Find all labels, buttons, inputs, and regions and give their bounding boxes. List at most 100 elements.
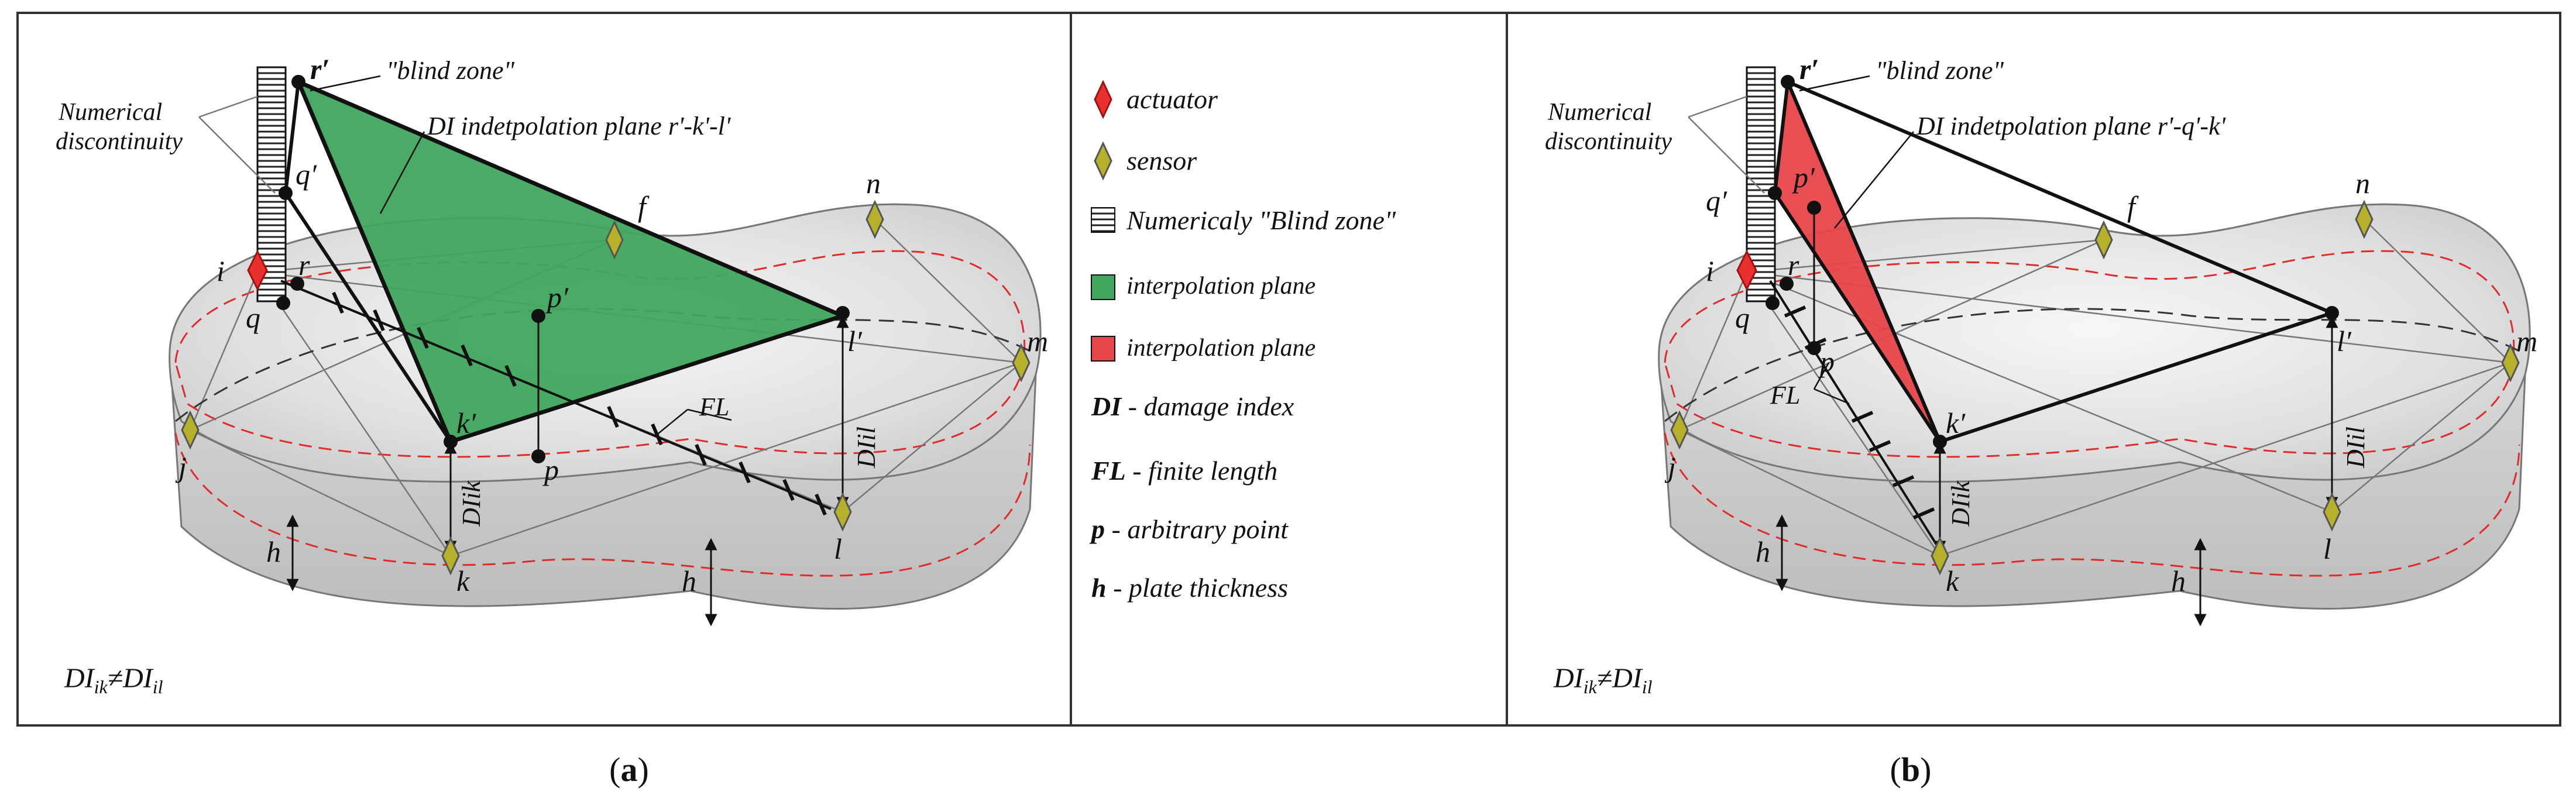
legend-sensor: sensor — [1126, 146, 1197, 176]
formula-a: DIik≠DIil — [64, 663, 163, 697]
legend: actuator sensor Numericaly "Blind zone" … — [1089, 80, 1396, 603]
label-h-2: h — [2171, 565, 2186, 597]
sensor-j-icon — [1670, 410, 1689, 450]
sensor-n-icon — [865, 199, 884, 239]
dashed-circle-bottom — [174, 432, 1031, 577]
discontinuity-leader-1 — [198, 95, 258, 118]
fl-line — [1769, 280, 1941, 551]
label-p-prime: p′ — [1792, 161, 1815, 194]
dashed-circle-bottom — [1664, 432, 2520, 577]
actuator-i-icon — [1736, 249, 1757, 291]
label-numerical: Numerical — [1547, 99, 1651, 126]
sensors — [1670, 199, 2520, 576]
label-r-prime: r′ — [310, 53, 330, 85]
label-q-prime: q′ — [1706, 184, 1727, 217]
label-discontinuity: discontinuity — [1545, 128, 1672, 155]
points — [276, 75, 850, 463]
label-l: l — [834, 532, 842, 565]
fl-ticks — [1784, 305, 1935, 520]
label-r: r — [1788, 249, 1799, 281]
label-k-prime: k′ — [456, 407, 476, 439]
axis-dashed — [1664, 308, 2520, 422]
label-di-ik: DIik — [457, 480, 486, 527]
label-plane: DI indetpolation plane r'-q'-k' — [1916, 112, 2227, 140]
sensor-l-icon — [833, 492, 852, 532]
sensor-m-icon — [2501, 343, 2520, 383]
panel-a: r′ "blind zone" Numerical discontinuity … — [56, 53, 1048, 789]
fl-pointer-1 — [655, 409, 688, 436]
label-f: f — [2127, 190, 2139, 223]
label-n: n — [2355, 167, 2370, 199]
fl-ticks — [332, 291, 827, 516]
plate-top — [1658, 203, 2531, 483]
sensor-f-icon — [605, 220, 624, 260]
label-n: n — [866, 167, 881, 199]
label-k: k — [456, 565, 470, 597]
label-m: m — [1027, 325, 1048, 357]
blind-zone-leader — [310, 75, 381, 92]
caption-a: (a) — [609, 751, 649, 789]
legend-red-swatch — [1091, 336, 1115, 362]
label-h-1: h — [266, 535, 281, 568]
red-interpolation-plane — [1773, 75, 1942, 443]
legend-green-plane: interpolation plane — [1126, 273, 1316, 300]
label-q: q — [1735, 301, 1750, 334]
fl-line — [280, 280, 832, 510]
label-r: r — [298, 249, 310, 281]
label-plane: DI indetpolation plane r'-k'-l' — [427, 112, 731, 140]
blind-zone-leader — [1799, 75, 1870, 92]
sensor-j-icon — [181, 410, 200, 450]
label-l: l — [2323, 532, 2331, 565]
panel-b-frame — [1506, 12, 2561, 727]
label-f: f — [638, 190, 650, 223]
label-h-1: h — [1756, 535, 1770, 568]
legend-p: p - arbitrary point — [1089, 514, 1289, 544]
sensor-k-icon — [1931, 536, 1949, 576]
plane-label-leader — [379, 131, 425, 214]
legend-blind-zone: Numericaly "Blind zone" — [1126, 205, 1396, 235]
label-i: i — [217, 254, 225, 287]
label-blind-zone: "blind zone" — [1876, 56, 2004, 85]
legend-actuator-icon — [1094, 80, 1112, 119]
sensor-l-icon — [2323, 492, 2341, 532]
label-l-prime: l′ — [2337, 325, 2352, 357]
points — [1766, 75, 2339, 449]
label-fl: FL — [1770, 381, 1800, 410]
fl-pointer-2 — [1813, 388, 1850, 405]
sensor-f-icon — [2094, 220, 2113, 260]
green-interpolation-plane — [294, 78, 849, 445]
legend-actuator: actuator — [1126, 84, 1218, 114]
plane-edge-q-r — [284, 81, 300, 194]
label-numerical: Numerical — [58, 99, 162, 126]
actuator-i-icon — [247, 249, 268, 291]
label-p-prime: p′ — [545, 281, 569, 314]
legend-sensor-icon — [1094, 141, 1112, 181]
label-q-prime: q′ — [296, 158, 317, 191]
label-r-prime: r′ — [1799, 53, 1819, 85]
discontinuity-leader-2 — [198, 116, 276, 194]
legend-blind-zone-swatch — [1091, 207, 1115, 233]
label-h-2: h — [682, 565, 696, 597]
label-blind-zone: "blind zone" — [386, 56, 515, 85]
panel-b: r′ "blind zone" Numerical discontinuity … — [1545, 53, 2537, 789]
legend-h: h - plate thickness — [1091, 573, 1288, 603]
label-l-prime: l′ — [847, 325, 863, 357]
label-p: p — [1818, 345, 1835, 378]
fl-pointer-2 — [687, 408, 732, 421]
legend-di: DI - damage index — [1091, 391, 1294, 421]
legend-frame — [1070, 12, 1508, 727]
label-di-ik: DIik — [1946, 480, 1975, 527]
label-k-prime: k′ — [1946, 407, 1966, 439]
label-q: q — [246, 301, 260, 334]
label-fl: FL — [699, 393, 729, 421]
label-di-il: DIil — [852, 426, 881, 469]
label-m: m — [2516, 325, 2537, 357]
discontinuity-leader-2 — [1688, 116, 1765, 194]
legend-green-swatch — [1091, 274, 1115, 300]
discontinuity-leader-1 — [1688, 95, 1747, 118]
formula-b: DIik≠DIil — [1553, 663, 1653, 697]
plane-label-leader — [1834, 131, 1914, 229]
label-di-il: DIil — [2341, 426, 2370, 469]
sensors — [181, 199, 1031, 576]
caption-b: (b) — [1890, 751, 1932, 789]
